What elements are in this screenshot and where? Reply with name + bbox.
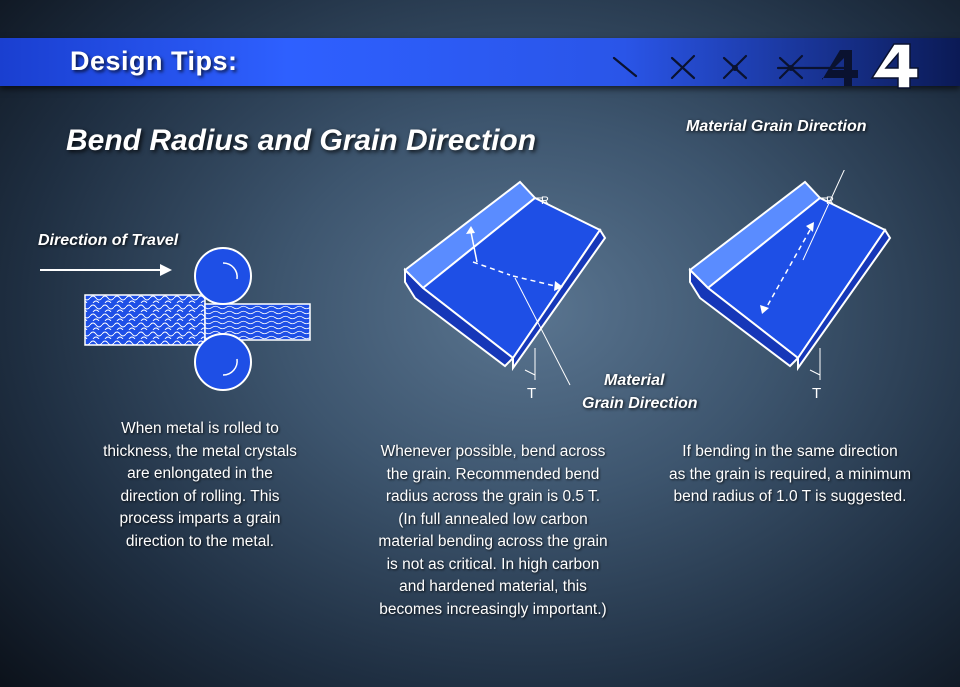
caption-line: as the grain is required, a minimum bbox=[668, 465, 912, 483]
radius-label: R bbox=[541, 195, 549, 207]
caption-line: direction of rolling. This bbox=[120, 487, 280, 505]
thickness-label-along: T bbox=[812, 385, 821, 400]
thickness-label: T bbox=[527, 385, 536, 400]
caption-line: radius across the grain is 0.5 T. bbox=[385, 488, 601, 505]
caption-line: Whenever possible, bend across bbox=[380, 443, 606, 460]
caption-line: material bending across the grain bbox=[378, 533, 608, 550]
brand-logo-icon bbox=[612, 43, 919, 89]
header-banner bbox=[0, 38, 960, 86]
caption-rolling: When metal is rolled to thickness, the m… bbox=[80, 418, 320, 553]
section-title: Bend Radius and Grain Direction bbox=[66, 124, 537, 157]
header-title: Design Tips: bbox=[70, 46, 238, 76]
caption-line: If bending in the same direction bbox=[682, 443, 898, 460]
caption-line: the grain. Recommended bend bbox=[386, 465, 600, 483]
caption-line: process imparts a grain bbox=[119, 510, 281, 527]
caption-line: direction to the metal. bbox=[125, 532, 275, 550]
caption-line: (In full annealed low carbon bbox=[398, 510, 588, 528]
caption-line: becomes increasingly important.) bbox=[379, 600, 607, 618]
caption-across: Whenever possible, bend across the grain… bbox=[360, 441, 626, 621]
bend-along-grain-diagram: R T bbox=[688, 170, 892, 400]
rolling-mill-diagram bbox=[40, 247, 311, 391]
caption-line: and hardened material, this bbox=[399, 578, 587, 595]
radius-label-along: R bbox=[826, 195, 834, 207]
grain-label-across-1: Material bbox=[604, 372, 665, 389]
grain-label-along: Material Grain Direction bbox=[686, 118, 867, 135]
caption-line: When metal is rolled to bbox=[121, 420, 279, 437]
caption-along: If bending in the same direction as the … bbox=[655, 441, 925, 509]
caption-line: are enlongated in the bbox=[127, 465, 273, 482]
grain-label-across-2: Grain Direction bbox=[582, 395, 698, 412]
direction-of-travel-label: Direction of Travel bbox=[38, 232, 179, 249]
bend-across-grain-diagram: R T bbox=[403, 180, 607, 400]
caption-line: bend radius of 1.0 T is suggested. bbox=[673, 488, 907, 505]
caption-line: thickness, the metal crystals bbox=[103, 442, 297, 460]
caption-line: is not as critical. In high carbon bbox=[386, 555, 600, 573]
